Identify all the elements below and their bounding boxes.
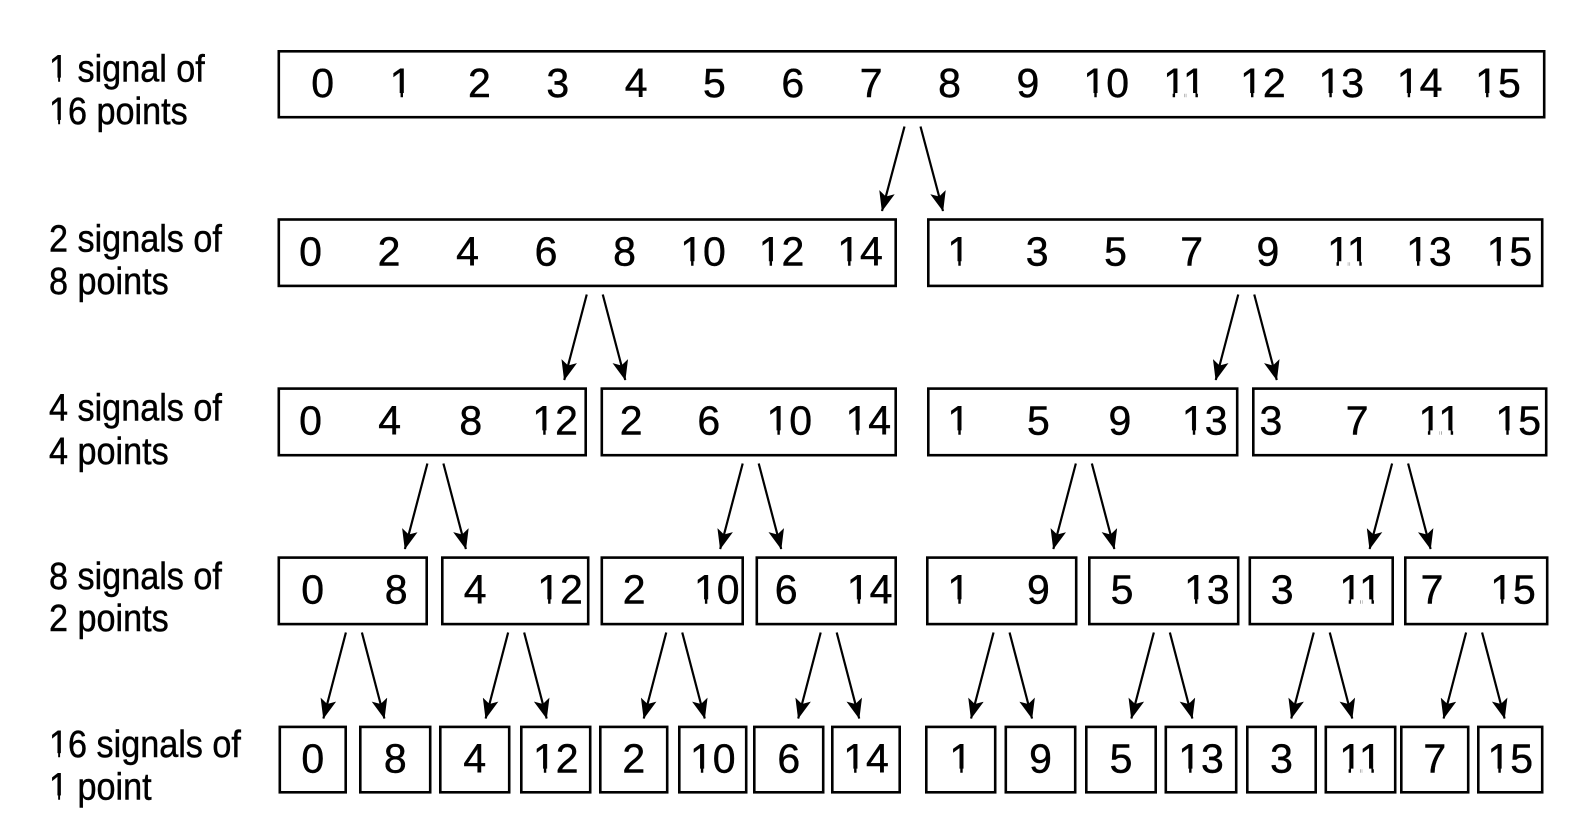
svg-text:0: 0	[301, 566, 324, 612]
svg-text:1: 1	[947, 566, 970, 612]
svg-text:10: 10	[1083, 60, 1129, 106]
svg-text:13: 13	[1178, 736, 1224, 782]
svg-text:9: 9	[1108, 397, 1131, 443]
svg-text:11: 11	[1339, 566, 1382, 612]
svg-text:4 points: 4 points	[49, 429, 169, 472]
svg-text:5: 5	[1027, 397, 1050, 443]
svg-text:5: 5	[703, 60, 726, 106]
svg-text:14: 14	[837, 228, 883, 274]
svg-text:2: 2	[622, 736, 645, 782]
svg-text:15: 15	[1490, 566, 1536, 612]
svg-text:10: 10	[680, 228, 726, 274]
svg-text:14: 14	[843, 736, 889, 782]
svg-text:1 signal of: 1 signal of	[49, 47, 206, 90]
svg-text:15: 15	[1487, 736, 1533, 782]
svg-text:4: 4	[625, 60, 648, 106]
svg-text:2 points: 2 points	[49, 597, 169, 640]
svg-text:8: 8	[385, 566, 408, 612]
svg-text:2 signals of: 2 signals of	[49, 217, 223, 260]
svg-text:6: 6	[697, 397, 720, 443]
svg-text:3: 3	[1026, 228, 1049, 274]
svg-text:13: 13	[1406, 228, 1452, 274]
svg-text:0: 0	[311, 60, 334, 106]
svg-text:6: 6	[535, 228, 558, 274]
svg-text:12: 12	[537, 566, 583, 612]
svg-text:15: 15	[1487, 228, 1533, 274]
svg-text:8 signals of: 8 signals of	[49, 554, 223, 597]
svg-text:7: 7	[1346, 397, 1369, 443]
svg-text:11: 11	[1419, 397, 1462, 443]
svg-text:2: 2	[623, 566, 646, 612]
svg-text:3: 3	[546, 60, 569, 106]
svg-text:8: 8	[613, 228, 636, 274]
svg-text:5: 5	[1110, 736, 1133, 782]
svg-text:1 point: 1 point	[49, 765, 152, 808]
svg-text:2: 2	[468, 60, 491, 106]
svg-text:3: 3	[1271, 566, 1294, 612]
svg-text:15: 15	[1475, 60, 1521, 106]
svg-text:10: 10	[766, 397, 812, 443]
svg-text:9: 9	[1029, 736, 1052, 782]
svg-text:16 signals of: 16 signals of	[49, 722, 242, 765]
svg-text:5: 5	[1111, 566, 1134, 612]
svg-text:6: 6	[775, 566, 798, 612]
svg-text:12: 12	[1240, 60, 1286, 106]
svg-text:7: 7	[860, 60, 883, 106]
svg-text:10: 10	[690, 736, 736, 782]
svg-text:9: 9	[1016, 60, 1039, 106]
svg-text:12: 12	[759, 228, 805, 274]
svg-text:3: 3	[1270, 736, 1293, 782]
svg-text:9: 9	[1027, 566, 1050, 612]
svg-text:0: 0	[299, 228, 322, 274]
svg-text:5: 5	[1104, 228, 1127, 274]
svg-text:4: 4	[463, 736, 486, 782]
svg-text:7: 7	[1180, 228, 1203, 274]
svg-text:8: 8	[459, 397, 482, 443]
svg-text:8: 8	[938, 60, 961, 106]
svg-text:4: 4	[464, 566, 487, 612]
svg-text:3: 3	[1259, 397, 1282, 443]
svg-text:13: 13	[1184, 566, 1230, 612]
svg-text:2: 2	[378, 228, 401, 274]
svg-text:10: 10	[694, 566, 740, 612]
svg-text:0: 0	[301, 736, 324, 782]
svg-text:9: 9	[1256, 228, 1279, 274]
svg-text:1: 1	[947, 397, 970, 443]
svg-text:4 signals of: 4 signals of	[49, 386, 223, 429]
svg-text:13: 13	[1318, 60, 1364, 106]
svg-text:6: 6	[777, 736, 800, 782]
svg-text:13: 13	[1182, 397, 1228, 443]
svg-text:14: 14	[845, 397, 891, 443]
svg-text:4: 4	[378, 397, 401, 443]
svg-text:15: 15	[1495, 397, 1541, 443]
svg-text:11: 11	[1163, 60, 1206, 106]
svg-text:8 points: 8 points	[49, 259, 169, 302]
svg-text:7: 7	[1423, 736, 1446, 782]
svg-text:16 points: 16 points	[49, 89, 188, 132]
svg-text:11: 11	[1327, 228, 1370, 274]
svg-text:0: 0	[299, 397, 322, 443]
svg-text:14: 14	[1397, 60, 1443, 106]
svg-text:14: 14	[847, 566, 893, 612]
svg-text:2: 2	[620, 397, 643, 443]
svg-text:4: 4	[456, 228, 479, 274]
svg-text:8: 8	[384, 736, 407, 782]
svg-text:12: 12	[533, 736, 579, 782]
svg-text:11: 11	[1339, 736, 1382, 782]
svg-text:1: 1	[949, 736, 972, 782]
svg-text:12: 12	[532, 397, 578, 443]
svg-text:1: 1	[947, 228, 970, 274]
svg-text:6: 6	[781, 60, 804, 106]
svg-text:1: 1	[390, 60, 413, 106]
svg-text:7: 7	[1421, 566, 1444, 612]
